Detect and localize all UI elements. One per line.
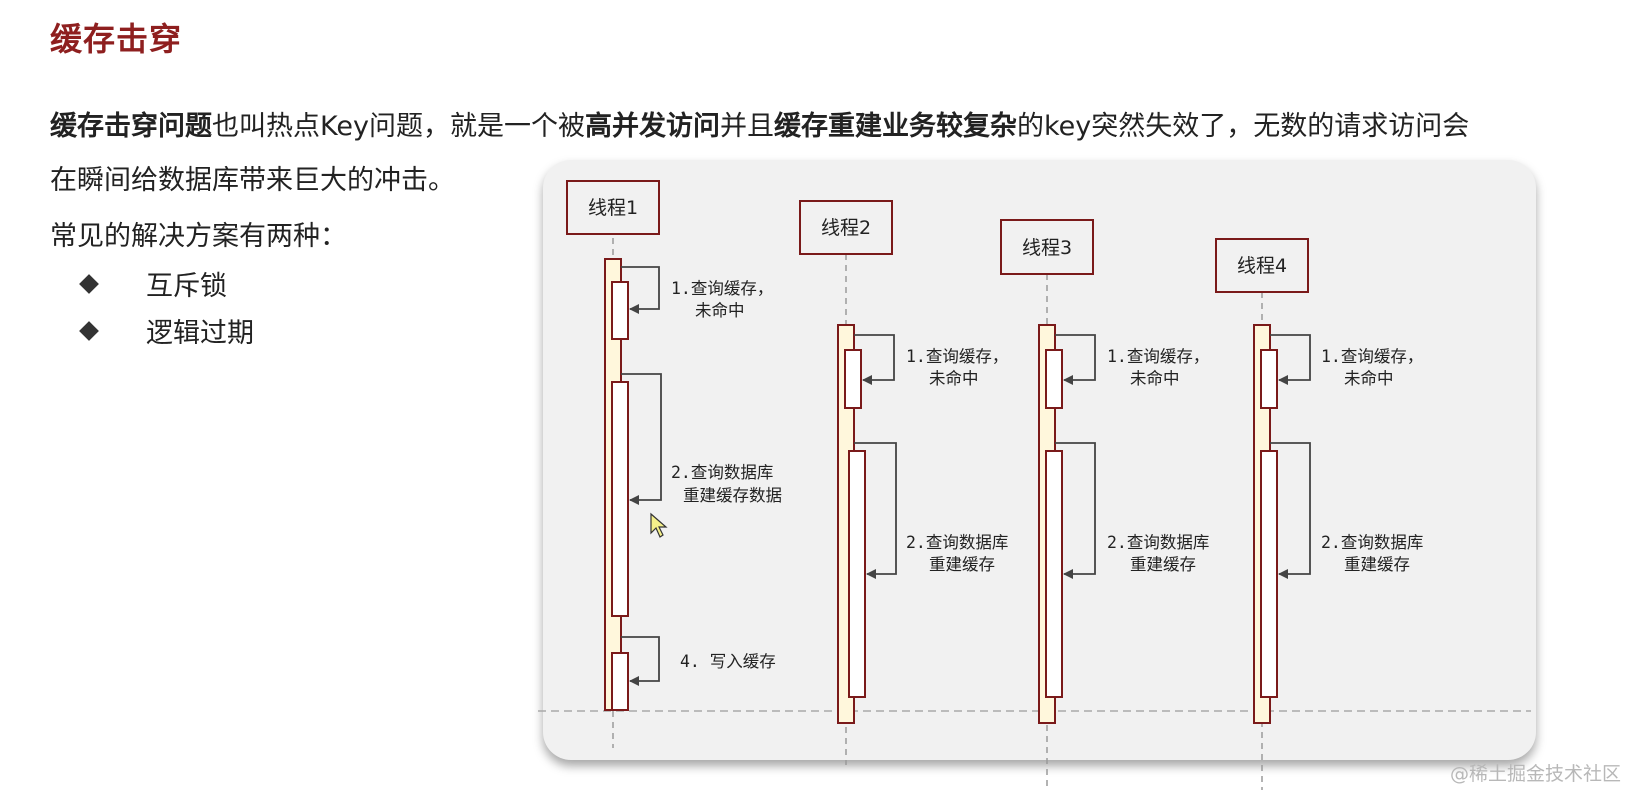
solution-item: 逻辑过期 [79, 311, 254, 350]
self-call-arrow [621, 636, 660, 686]
step-label: 2.查询数据库 [671, 463, 773, 482]
activation-bar [1260, 349, 1278, 409]
self-call-arrow [1055, 442, 1096, 579]
thread-4-lane: 线程4 1.查询缓存， 未命中 2.查询数据库 重建缓存 [1215, 238, 1423, 790]
thread-box [566, 180, 660, 235]
self-call-arrow [621, 373, 662, 505]
intro-text-3: 的key突然失效了，无数的请求访问会 [1016, 111, 1470, 142]
self-call-arrow [1270, 442, 1311, 579]
step-label: 未命中 [929, 369, 979, 388]
step-label: 重建缓存 [929, 555, 995, 574]
mouse-cursor-icon [650, 512, 668, 538]
step-label: 1.查询缓存， [1321, 347, 1423, 366]
intro-bold-term: 缓存击穿问题 [50, 111, 212, 142]
activation-bar [848, 450, 866, 698]
step-label: 1.查询缓存， [671, 279, 773, 298]
solution-label: 逻辑过期 [146, 318, 254, 349]
activation-bar [1045, 450, 1063, 698]
step-label: 2.查询数据库 [906, 533, 1008, 552]
step-label: 未命中 [1344, 369, 1394, 388]
page-title: 缓存击穿 [50, 20, 183, 58]
thread-3-lane: 线程3 1.查询缓存， 未命中 2.查询数据库 重建缓存 [1000, 219, 1209, 790]
step-label: 重建缓存数据 [683, 486, 782, 505]
thread-1-lane: 线程1 1.查询缓存， 未命中 2.查询数据库 重建缓存数据 4. 写入缓存 [566, 180, 782, 748]
thread-label: 线程1 [588, 197, 638, 219]
thread-2-lane: 线程2 1.查询缓存， 未命中 2.查询数据库 重建缓存 [799, 200, 1008, 765]
activation-bar [611, 381, 629, 617]
step-label: 未命中 [695, 301, 745, 320]
self-call-arrow [854, 442, 897, 579]
activation-bar [611, 281, 629, 340]
thread-box [1215, 238, 1309, 293]
intro-bold-concurrency: 高并发访问 [584, 111, 720, 142]
thread-label: 线程2 [821, 217, 871, 239]
activation-bar [1260, 450, 1278, 698]
step-label: 重建缓存 [1344, 555, 1410, 574]
self-call-arrow [1270, 334, 1311, 385]
step-label: 未命中 [1130, 369, 1180, 388]
solution-item: 互斥锁 [79, 264, 227, 303]
self-call-arrow [1055, 334, 1096, 385]
step-label: 4. 写入缓存 [680, 652, 776, 671]
solutions-heading: 常见的解决方案有两种： [50, 221, 347, 252]
thread-box [799, 200, 893, 255]
solution-label: 互斥锁 [146, 271, 227, 302]
intro-paragraph: 缓存击穿问题也叫热点Key问题，就是一个被高并发访问并且缓存重建业务较复杂的ke… [50, 100, 1550, 208]
activation-bar [844, 349, 862, 409]
activation-bar [611, 652, 629, 711]
self-call-arrow [854, 334, 895, 385]
intro-text-2: 并且 [719, 111, 774, 142]
intro-text-4: 在瞬间给数据库带来巨大的冲击。 [50, 165, 455, 196]
thread-label: 线程3 [1022, 237, 1072, 259]
step-label: 2.查询数据库 [1107, 533, 1209, 552]
intro-bold-rebuild: 缓存重建业务较复杂 [773, 111, 1017, 142]
thread-label: 线程4 [1237, 255, 1287, 277]
thread-box [1000, 219, 1094, 275]
self-call-arrow [621, 266, 660, 314]
step-label: 1.查询缓存， [1107, 347, 1209, 366]
activation-bar [1045, 349, 1063, 409]
step-label: 1.查询缓存， [906, 347, 1008, 366]
intro-text-1: 也叫热点Key问题，就是一个被 [212, 111, 585, 142]
step-label: 重建缓存 [1130, 555, 1196, 574]
watermark: @稀土掘金技术社区 [1449, 763, 1621, 785]
step-label: 2.查询数据库 [1321, 533, 1423, 552]
